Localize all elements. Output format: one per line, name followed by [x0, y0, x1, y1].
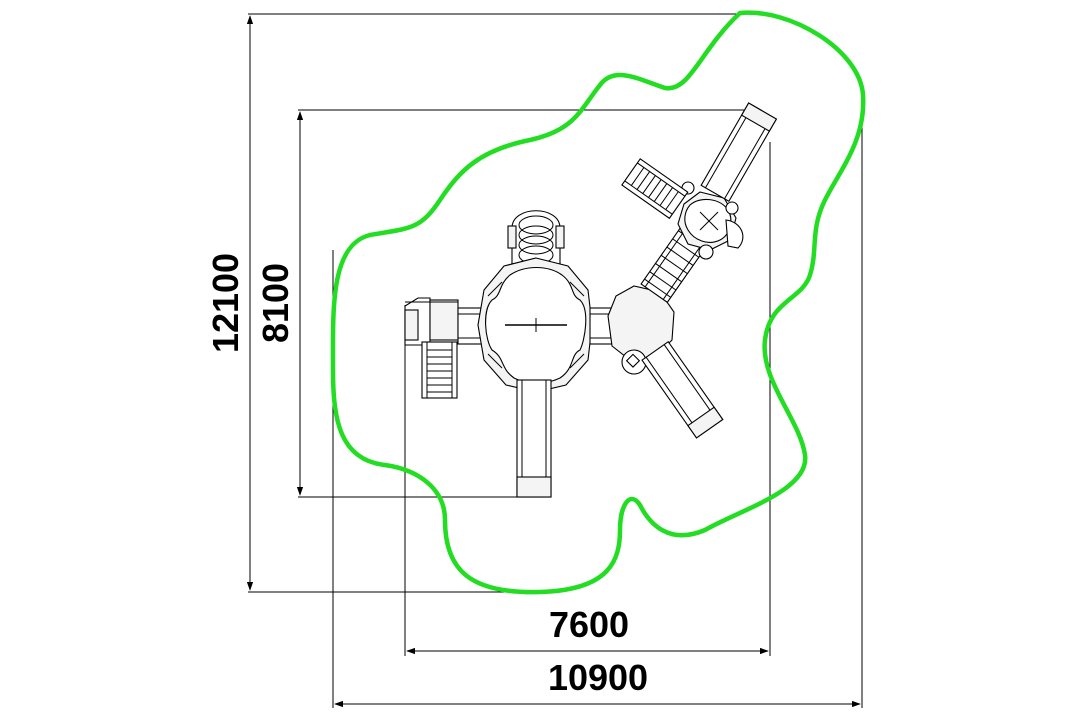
- right-angled-slide: [641, 340, 724, 439]
- center-right-bridge: [589, 307, 613, 345]
- upper-tower: [677, 181, 744, 260]
- dimension-equipment-height: 8100: [255, 111, 304, 496]
- overall-width-label: 10900: [548, 657, 648, 698]
- playground-equipment: [404, 102, 778, 498]
- upper-ladder: [621, 158, 689, 220]
- dimension-equipment-width: 7600: [406, 604, 769, 655]
- overall-height-label: 12100: [205, 253, 246, 353]
- right-tower: [607, 285, 675, 375]
- dimension-overall-width: 10900: [334, 657, 861, 708]
- left-ladder: [421, 341, 458, 399]
- dimension-overall-height: 12100: [205, 15, 254, 591]
- left-hood: [404, 297, 459, 346]
- equipment-width-label: 7600: [549, 604, 629, 645]
- safety-zone-outline: [330, 10, 866, 595]
- equipment-height-label: 8100: [255, 263, 296, 343]
- central-tower: [477, 257, 593, 393]
- top-right-slide: [700, 102, 778, 203]
- bottom-straight-slide: [516, 379, 552, 498]
